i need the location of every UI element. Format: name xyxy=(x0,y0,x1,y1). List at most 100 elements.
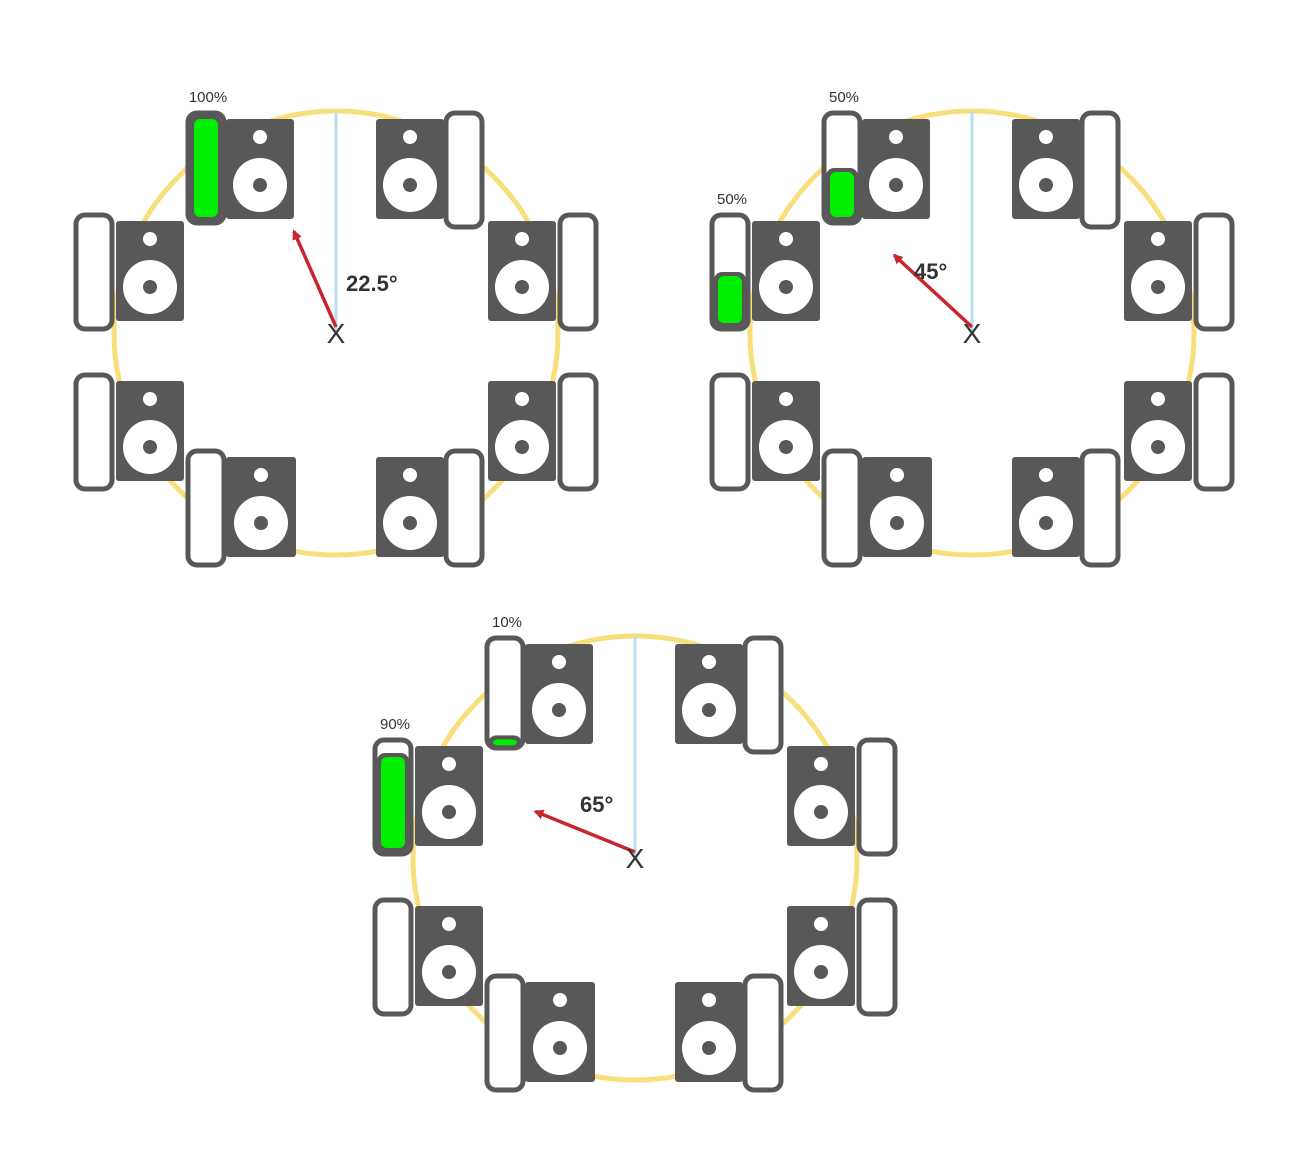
angle-label: 45° xyxy=(914,259,947,284)
speaker-side-left-lower xyxy=(372,897,483,1017)
level-meter xyxy=(73,372,115,492)
level-meter xyxy=(372,897,414,1017)
level-meter-fill xyxy=(718,276,742,323)
level-label: 90% xyxy=(380,716,410,733)
woofer-center xyxy=(1151,280,1165,294)
woofer-center xyxy=(1039,516,1053,530)
speaker-front-right xyxy=(1012,110,1121,230)
speaker-rear-right xyxy=(675,973,784,1093)
speaker-side-left-upper: 90% xyxy=(372,716,483,857)
speaker-front-right xyxy=(675,635,784,755)
level-meter-fill xyxy=(830,172,854,217)
level-meter-fill xyxy=(194,119,218,217)
level-meter xyxy=(709,372,751,492)
direction-arrow xyxy=(892,253,974,329)
speaker-side-right-lower xyxy=(1124,372,1235,492)
speaker-side-right-upper xyxy=(787,737,898,857)
tweeter xyxy=(253,130,267,144)
woofer-center xyxy=(890,516,904,530)
tweeter xyxy=(889,130,903,144)
direction-arrow xyxy=(292,229,338,328)
woofer-center xyxy=(779,440,793,454)
panel-2: 50%50%X45° xyxy=(709,89,1235,568)
level-meter xyxy=(742,635,784,755)
speaker-side-left-upper: 50% xyxy=(709,191,820,332)
level-meter xyxy=(1193,372,1235,492)
level-meter xyxy=(1193,212,1235,332)
woofer-center xyxy=(553,1041,567,1055)
speaker-front-left: 10% xyxy=(484,614,593,751)
tweeter xyxy=(814,757,828,771)
listener-marker: X xyxy=(626,843,645,874)
level-meter xyxy=(1079,110,1121,230)
woofer-center xyxy=(702,703,716,717)
woofer-center xyxy=(889,178,903,192)
tweeter xyxy=(552,655,566,669)
level-label: 50% xyxy=(829,89,859,106)
listener-marker: X xyxy=(327,318,346,349)
speaker-side-right-lower xyxy=(787,897,898,1017)
tweeter xyxy=(553,993,567,1007)
speaker-side-right-upper xyxy=(488,212,599,332)
woofer-center xyxy=(442,965,456,979)
level-meter-fill xyxy=(381,757,405,848)
tweeter xyxy=(702,655,716,669)
speaker-rear-left xyxy=(821,448,932,568)
woofer-center xyxy=(814,965,828,979)
level-meter xyxy=(73,212,115,332)
speaker-side-left-lower xyxy=(709,372,820,492)
angle-label: 65° xyxy=(580,792,613,817)
woofer-center xyxy=(254,516,268,530)
level-meter xyxy=(856,897,898,1017)
tweeter xyxy=(1039,130,1053,144)
speaker-front-right xyxy=(376,110,485,230)
woofer-center xyxy=(143,280,157,294)
angle-label: 22.5° xyxy=(346,271,398,296)
panel-1: 100% X22.5° xyxy=(73,89,599,568)
tweeter xyxy=(1151,392,1165,406)
woofer-center xyxy=(403,178,417,192)
tweeter xyxy=(143,232,157,246)
woofer-center xyxy=(253,178,267,192)
speaker-side-left-upper xyxy=(73,212,184,332)
level-meter xyxy=(484,635,526,751)
direction-arrow xyxy=(533,809,636,854)
speaker-rear-right xyxy=(376,448,485,568)
speaker-rear-left xyxy=(484,973,595,1093)
tweeter xyxy=(702,993,716,1007)
tweeter xyxy=(442,917,456,931)
woofer-center xyxy=(515,440,529,454)
tweeter xyxy=(515,392,529,406)
tweeter xyxy=(515,232,529,246)
woofer-center xyxy=(442,805,456,819)
level-meter xyxy=(484,973,526,1093)
speaker-side-right-upper xyxy=(1124,212,1235,332)
woofer-center xyxy=(552,703,566,717)
tweeter xyxy=(403,468,417,482)
tweeter xyxy=(143,392,157,406)
woofer-center xyxy=(515,280,529,294)
tweeter xyxy=(1151,232,1165,246)
level-meter xyxy=(821,448,863,568)
level-meter xyxy=(557,212,599,332)
woofer-center xyxy=(1151,440,1165,454)
level-label: 50% xyxy=(717,191,747,208)
level-label: 100% xyxy=(189,89,227,106)
woofer-center xyxy=(1039,178,1053,192)
tweeter xyxy=(890,468,904,482)
speaker-front-left: 100% xyxy=(185,89,294,226)
level-meter-fill xyxy=(493,739,517,746)
tweeter xyxy=(1039,468,1053,482)
level-meter xyxy=(185,448,227,568)
level-meter xyxy=(443,110,485,230)
level-meter xyxy=(856,737,898,857)
speaker-side-right-lower xyxy=(488,372,599,492)
woofer-center xyxy=(702,1041,716,1055)
tweeter xyxy=(779,232,793,246)
tweeter xyxy=(254,468,268,482)
woofer-center xyxy=(814,805,828,819)
tweeter xyxy=(403,130,417,144)
level-meter xyxy=(1079,448,1121,568)
